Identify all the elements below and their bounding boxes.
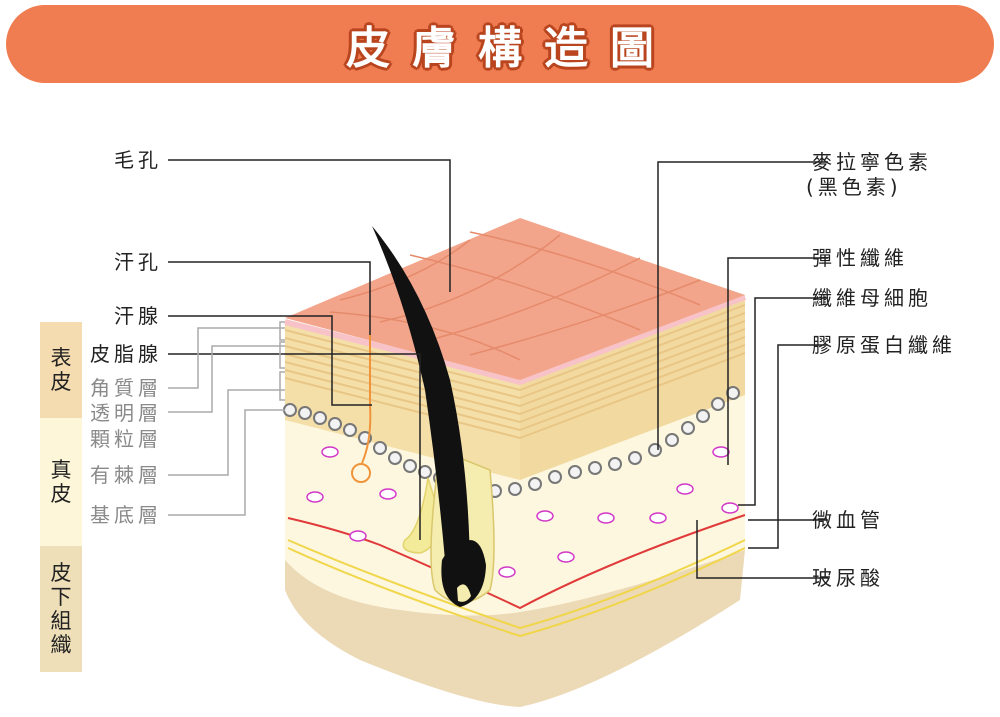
side-label-epidermis: 表皮 (40, 322, 82, 418)
label-melanin-sub: (黑色素) (806, 175, 902, 199)
side-label-epidermis-text: 表皮 (50, 346, 72, 394)
title-banner: 皮膚構造圖 (6, 5, 994, 83)
epidermis-stripes (284, 304, 746, 440)
label-stratum-basale: 基底層 (90, 503, 162, 527)
fibroblast-cells (306, 446, 739, 578)
label-stratum-granulosum: 顆粒層 (90, 427, 162, 451)
side-label-dermis: 真皮 (40, 418, 82, 546)
hair-shaft (372, 226, 470, 600)
fiber-lines (287, 539, 746, 638)
label-sweat-gland: 汗腺 (114, 304, 162, 328)
label-stratum-spinosum: 有棘層 (90, 463, 162, 487)
sweat-gland-coil (351, 463, 371, 483)
leader-lines (168, 159, 828, 579)
label-sebaceous-gland: 皮脂腺 (90, 342, 162, 366)
label-melanin: 麥拉寧色素 (812, 150, 932, 174)
label-stratum-lucidum: 透明層 (90, 401, 162, 425)
label-stratum-corneum: 角質層 (90, 376, 162, 400)
label-elastic-fiber: 彈性纖維 (812, 246, 908, 270)
side-label-dermis-text: 真皮 (50, 458, 72, 506)
side-label-subcutaneous: 皮下組織 (40, 546, 82, 672)
label-capillary: 微血管 (812, 508, 884, 532)
side-label-subcutaneous-text: 皮下組織 (50, 561, 72, 657)
skin-surface (285, 218, 745, 380)
page-title: 皮膚構造圖 (346, 23, 676, 74)
label-pore: 毛孔 (114, 148, 162, 172)
label-fibroblast: 纖維母細胞 (812, 286, 932, 310)
layer-leader-lines (168, 321, 285, 516)
label-collagen-fiber: 膠原蛋白纖維 (812, 333, 956, 357)
label-sweat-pore: 汗孔 (114, 250, 162, 274)
label-hyaluronic-acid: 玻尿酸 (812, 566, 884, 590)
